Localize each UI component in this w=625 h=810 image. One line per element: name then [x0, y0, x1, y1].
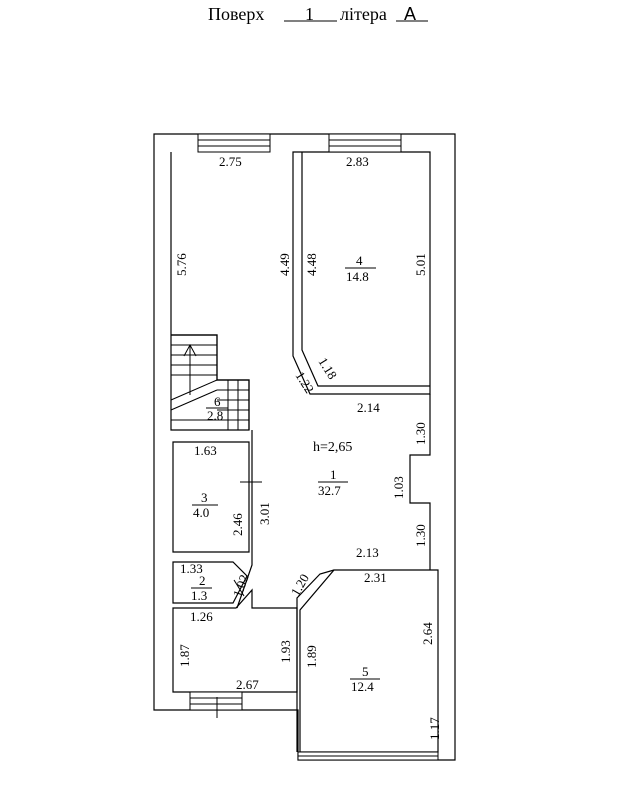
- window-top-left: [197, 133, 271, 153]
- dim-1-33: 1.33: [180, 561, 203, 576]
- room-3-area: 4.0: [193, 505, 209, 520]
- room-6-wall: [170, 152, 250, 431]
- windows: [189, 133, 439, 761]
- right-wall-notch: [409, 394, 431, 570]
- dim-2-31: 2.31: [364, 570, 387, 585]
- dim-2-67: 2.67: [236, 677, 259, 692]
- dim-1-30-lower: 1.30: [413, 524, 428, 547]
- room-5-number: 5: [362, 664, 369, 679]
- room-4-wall: [292, 151, 431, 395]
- dim-2-14: 2.14: [357, 400, 380, 415]
- room-2-number: 2: [199, 573, 206, 588]
- room-labels: 1 32.7 2 1.3 3 4.0 4 14.8 5 12.4 6 2.8: [191, 253, 380, 694]
- dim-5-01: 5.01: [413, 253, 428, 276]
- room-5-area: 12.4: [351, 679, 374, 694]
- dim-1-20: 1.20: [288, 571, 312, 598]
- diagonal-dimensions: 1.18 1.22 1.02 1.20: [230, 355, 341, 599]
- room-4-number: 4: [356, 253, 363, 268]
- room-6-number: 6: [214, 394, 221, 409]
- dim-2-46: 2.46: [230, 513, 245, 536]
- dim-2-83: 2.83: [346, 154, 369, 169]
- dim-4-49: 4.49: [277, 253, 292, 276]
- dim-3-01: 3.01: [257, 502, 272, 525]
- dim-1-93: 1.93: [278, 640, 293, 663]
- dim-1-63: 1.63: [194, 443, 217, 458]
- room-1-area: 32.7: [318, 483, 341, 498]
- dim-1-89: 1.89: [304, 645, 319, 668]
- room-2-area: 1.3: [191, 588, 207, 603]
- dim-2-64: 2.64: [420, 622, 435, 645]
- door-marks: [216, 481, 262, 718]
- dim-1-22: 1.22: [292, 369, 317, 396]
- room-4-wall-inner: [301, 152, 430, 387]
- ceiling-height: h=2,65: [313, 440, 352, 455]
- window-top-right: [328, 133, 402, 153]
- dim-1-26: 1.26: [190, 609, 213, 624]
- dim-1-30-upper: 1.30: [413, 422, 428, 445]
- dim-2-75: 2.75: [219, 154, 242, 169]
- room-3-wall: [172, 441, 250, 553]
- plan-header: Поверх 1 літера А: [0, 0, 625, 40]
- walls: [153, 133, 456, 761]
- room-3-number: 3: [201, 490, 208, 505]
- floor-value: 1: [305, 4, 314, 24]
- letter-value: А: [404, 4, 417, 24]
- floor-word: Поверх: [208, 4, 265, 24]
- horizontal-dimensions: 2.75 2.83 2.14 1.63 2.13 1.33 2.31 1.26 …: [180, 154, 387, 692]
- dim-2-13: 2.13: [356, 545, 379, 560]
- letter-word: літера: [340, 4, 387, 24]
- room-5-wall: [299, 569, 439, 753]
- dim-1-17: 1.17: [427, 717, 442, 740]
- room-6-area: 2.8: [207, 408, 223, 423]
- room-5-wall-inner: [296, 569, 335, 752]
- room-4-area: 14.8: [346, 269, 369, 284]
- dim-1-03: 1.03: [391, 476, 406, 499]
- dim-5-76: 5.76: [174, 253, 189, 276]
- dim-1-18: 1.18: [315, 355, 340, 382]
- stair-winder: [170, 379, 218, 411]
- stair-arrow: [183, 343, 197, 395]
- window-bottom-left: [189, 691, 243, 711]
- dim-1-02: 1.02: [230, 573, 252, 600]
- stair-treads: [170, 343, 249, 430]
- room-1-number: 1: [330, 467, 337, 482]
- vertical-dimensions: 5.76 4.49 4.48 5.01 1.30 1.03 1.30 3.01 …: [174, 253, 442, 740]
- dim-1-87: 1.87: [177, 644, 192, 667]
- dim-4-48: 4.48: [304, 253, 319, 276]
